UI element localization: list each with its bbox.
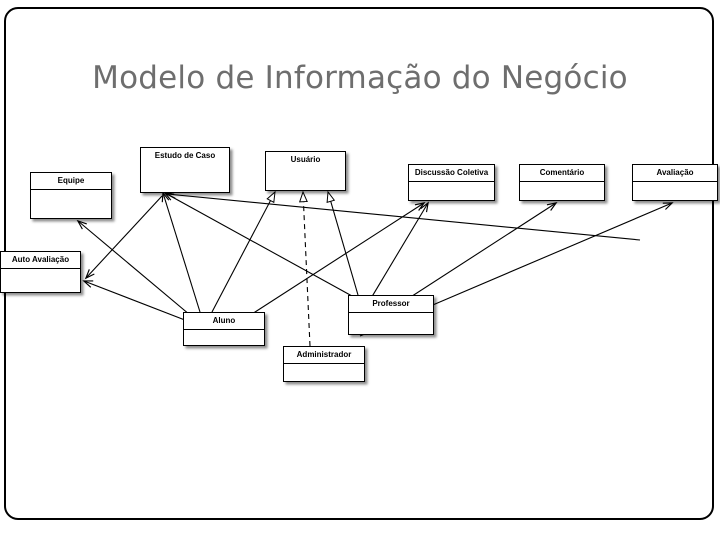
page-title: Modelo de Informação do Negócio <box>92 60 628 96</box>
relation-avaliacao-to-estudo <box>165 190 641 241</box>
relation-aluno-to-usuario <box>211 192 275 313</box>
uml-class-professor[interactable]: Professor <box>348 295 434 335</box>
uml-class-name-comentario: Comentário <box>520 165 604 182</box>
uml-class-comentario[interactable]: Comentário <box>519 164 605 201</box>
relation-estudo-to-autoavaliacao <box>84 195 163 280</box>
uml-class-name-administrador: Administrador <box>284 347 364 364</box>
uml-class-usuario[interactable]: Usuário <box>265 151 346 191</box>
uml-class-aluno[interactable]: Aluno <box>183 312 265 346</box>
uml-class-name-estudo: Estudo de Caso <box>154 151 216 160</box>
uml-class-name-professor: Professor <box>349 296 433 313</box>
relation-administrador-to-usuario <box>303 192 311 347</box>
uml-class-name-equipe: Equipe <box>31 173 111 190</box>
relation-professor-to-estudo <box>163 192 353 297</box>
relation-professor-to-usuario <box>328 192 359 296</box>
relation-aluno-to-discussao <box>251 202 426 315</box>
uml-class-name-autoavaliacao: Auto Avaliação <box>1 252 80 269</box>
uml-class-avaliacao[interactable]: Avaliação <box>632 164 718 201</box>
uml-class-name-usuario: Usuário <box>290 155 321 164</box>
uml-class-equipe[interactable]: Equipe <box>30 172 112 219</box>
uml-class-name-discussao: Discussão Coletiva <box>409 165 494 182</box>
uml-class-name-avaliacao: Avaliação <box>633 165 717 182</box>
uml-class-name-aluno: Aluno <box>184 313 264 330</box>
uml-class-discussao[interactable]: Discussão Coletiva <box>408 164 495 201</box>
uml-class-autoavaliacao[interactable]: Auto Avaliação <box>0 251 81 293</box>
relation-aluno-to-autoavaliacao <box>82 280 191 323</box>
uml-class-administrador[interactable]: Administrador <box>283 346 365 382</box>
relation-aluno-to-estudo <box>161 191 201 313</box>
uml-class-estudo[interactable]: Estudo de Caso <box>140 147 230 193</box>
relation-aluno-to-equipe <box>76 219 197 321</box>
